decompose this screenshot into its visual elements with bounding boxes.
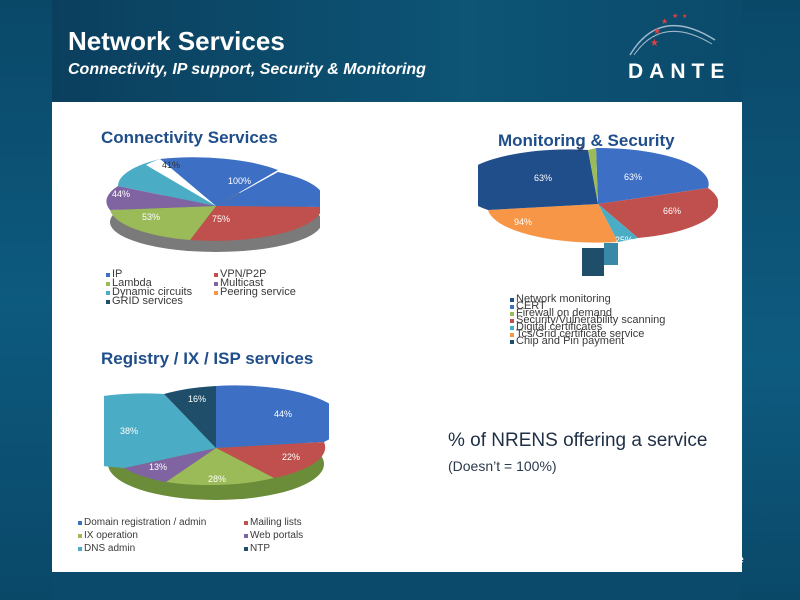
legend-cert: CERT bbox=[516, 300, 546, 312]
mon-label-94: 94% bbox=[514, 217, 533, 227]
slide-title: Network Services bbox=[68, 26, 285, 56]
connectivity-legend-left: IP Lambda Dynamic circuits GRID services bbox=[106, 268, 193, 307]
background-left bbox=[0, 0, 52, 600]
mon-slice-94 bbox=[488, 204, 618, 243]
nrens-caption: % of NRENS offering a service bbox=[448, 430, 708, 451]
legend-vpn: VPN/P2P bbox=[220, 268, 267, 280]
legend-dynamic-circuits: Dynamic circuits bbox=[112, 286, 193, 298]
slice-41 bbox=[117, 159, 216, 206]
legend-dns-admin: DNS admin bbox=[84, 543, 136, 554]
monitoring-pie bbox=[478, 148, 718, 276]
mon-label-25: 25% bbox=[615, 235, 634, 245]
reg-label-38: 38% bbox=[120, 426, 139, 436]
header-bar bbox=[52, 0, 742, 102]
registry-legend-right: Mailing lists Web portals NTP bbox=[244, 516, 303, 555]
reg-slice-16 bbox=[164, 386, 216, 448]
label-41: 41% bbox=[162, 160, 181, 170]
mon-label-3: 3 bbox=[578, 143, 584, 153]
legend-ntp: NTP bbox=[250, 543, 270, 554]
mon-label-66: 66% bbox=[663, 206, 682, 216]
reg-label-28: 28% bbox=[208, 474, 227, 484]
mon-slice-63b bbox=[596, 148, 709, 204]
nrens-subcaption: (Doesn’t = 100%) bbox=[448, 458, 557, 474]
svg-text:★: ★ bbox=[672, 12, 678, 20]
legend-domain-registration: Domain registration / admin bbox=[84, 517, 207, 528]
legend-chip-pin: Chip and Pin payment bbox=[516, 335, 625, 347]
dante-logo-text: DANTE bbox=[628, 60, 731, 83]
registry-pie bbox=[104, 385, 329, 500]
legend-network-monitoring: Network monitoring bbox=[516, 293, 611, 305]
legend-ip: IP bbox=[112, 268, 123, 280]
background-right bbox=[740, 0, 800, 600]
mon-slice-63a bbox=[478, 149, 598, 210]
connectivity-pie bbox=[106, 157, 320, 252]
reg-slice-13 bbox=[124, 448, 216, 482]
reg-label-44: 44% bbox=[274, 409, 293, 419]
slice-44 bbox=[106, 186, 216, 210]
mon-slice-66 bbox=[598, 188, 718, 238]
svg-text:★: ★ bbox=[653, 26, 661, 36]
registry-legend-left: Domain registration / admin IX operation… bbox=[78, 516, 206, 555]
connectivity-title: Connectivity Services bbox=[101, 128, 278, 147]
svg-text:★: ★ bbox=[650, 38, 659, 49]
svg-text:★: ★ bbox=[682, 13, 687, 20]
legend-lambda: Lambda bbox=[112, 277, 152, 289]
reg-label-16: 16% bbox=[188, 394, 207, 404]
footer-tagline: Creating the global research village bbox=[541, 552, 744, 566]
mon-label-63a: 63% bbox=[534, 173, 553, 183]
reg-slice-28 bbox=[166, 448, 274, 486]
legend-vuln-scanning: Security/Vulnerability scanning bbox=[516, 314, 666, 326]
reg-slice-22 bbox=[216, 442, 326, 478]
slice-53 bbox=[110, 206, 216, 240]
registry-title: Registry / IX / ISP services bbox=[101, 349, 314, 368]
label-44: 44% bbox=[112, 189, 131, 199]
slice-75 bbox=[190, 206, 320, 241]
connectivity-legend-right: VPN/P2P Multicast Peering service bbox=[214, 268, 296, 298]
legend-ix-operation: IX operation bbox=[84, 530, 138, 541]
label-53: 53% bbox=[142, 212, 161, 222]
legend-firewall: Firewall on demand bbox=[516, 307, 612, 319]
svg-text:★: ★ bbox=[661, 17, 668, 26]
legend-digital-certs: Digital certificates bbox=[516, 321, 603, 333]
slice-100 bbox=[216, 172, 320, 207]
legend-mailing-lists: Mailing lists bbox=[250, 517, 302, 528]
dante-logo-mark: ★ ★ ★ ★ ★ bbox=[629, 12, 716, 56]
mon-label-63b: 63% bbox=[624, 172, 643, 182]
slice-100b bbox=[160, 157, 278, 206]
legend-peering: Peering service bbox=[220, 286, 296, 298]
monitoring-legend: Network monitoring CERT Firewall on dema… bbox=[510, 293, 666, 347]
legend-grid-services: GRID services bbox=[112, 295, 183, 307]
legend-web-portals: Web portals bbox=[250, 530, 304, 541]
reg-label-22: 22% bbox=[282, 452, 301, 462]
reg-slice-38 bbox=[104, 393, 216, 468]
monitoring-title: Monitoring & Security bbox=[498, 131, 675, 150]
legend-multicast: Multicast bbox=[220, 277, 264, 289]
label-75: 75% bbox=[212, 214, 231, 224]
reg-label-13: 13% bbox=[149, 462, 168, 472]
legend-tcs-grid: Tcs/Grid certificate service bbox=[516, 328, 645, 340]
label-100: 100% bbox=[228, 176, 252, 186]
reg-slice-44 bbox=[216, 385, 329, 448]
slide-subtitle: Connectivity, IP support, Security & Mon… bbox=[68, 61, 426, 78]
